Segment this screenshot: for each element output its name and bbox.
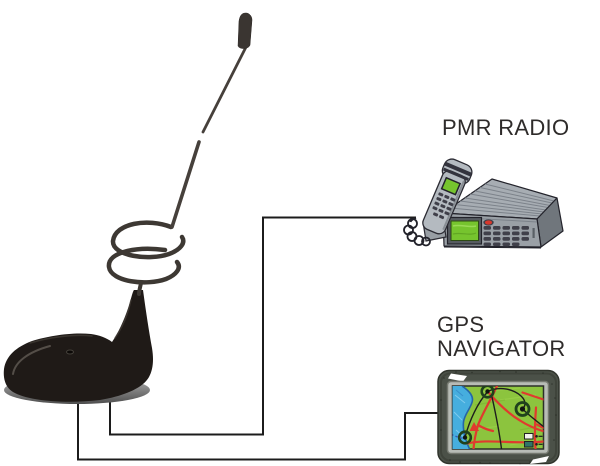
gps-label-line1: GPS (437, 312, 485, 337)
radio-keypad[interactable] (483, 226, 530, 246)
map-waypoint-3 (457, 430, 473, 445)
handset-edge-shade (442, 180, 465, 231)
pmr-radio-label: PMR RADIO (442, 116, 569, 140)
radio-display-glare (452, 224, 477, 228)
map-legend (524, 433, 543, 448)
antenna-base-dimple (66, 349, 74, 355)
handset-coiled-cord (403, 217, 431, 247)
cable-antenna-to-gps-navigator (77, 396, 438, 461)
antenna-whip-lower (170, 140, 201, 229)
cable-antenna-to-pmr-radio (109, 216, 416, 436)
radio-vent-grooves (449, 183, 555, 217)
map-waypoint-1 (480, 386, 495, 399)
map-waypoint-2 (514, 401, 531, 417)
antenna-neck-highlight (114, 299, 132, 339)
gps-label-line2: NAVIGATOR (437, 336, 566, 361)
handset-screen (440, 176, 462, 196)
map-water (452, 386, 473, 449)
radio-power-button[interactable] (484, 220, 493, 225)
gps-glint-bottom-right (530, 456, 549, 464)
map-position-marker (469, 422, 479, 431)
gps-navigator-label: GPS NAVIGATOR (437, 313, 566, 361)
antenna-base (3, 290, 154, 402)
antenna-tip-cap (237, 12, 253, 49)
gps-map-content (452, 386, 544, 449)
antenna-base-top-highlight (29, 334, 93, 344)
antenna-base-highlight (12, 345, 51, 375)
antenna-illustration (3, 12, 253, 404)
radio-display-screen (450, 220, 479, 241)
radio-model-badge (532, 228, 535, 238)
handset-keypad[interactable] (430, 192, 456, 221)
pmr-radio-illustration (403, 157, 564, 249)
antenna-spring-coil (106, 220, 186, 296)
handset-stripe-1 (444, 161, 472, 177)
radio-bottom-shadow (443, 246, 542, 249)
radio-handset[interactable] (418, 157, 474, 237)
handset-stripe-2 (442, 167, 469, 181)
gps-frame-speckles (440, 370, 557, 465)
map-roads (465, 386, 544, 449)
gps-glint-top-left (448, 373, 467, 382)
gps-frame-inner-shade (440, 372, 557, 462)
antenna-whip-upper (201, 45, 248, 134)
gps-navigator-illustration (437, 369, 560, 465)
radio-display-shade (452, 232, 477, 235)
pmr-radio-label-text: PMR RADIO (442, 115, 570, 140)
map-dashed-track (452, 434, 464, 440)
